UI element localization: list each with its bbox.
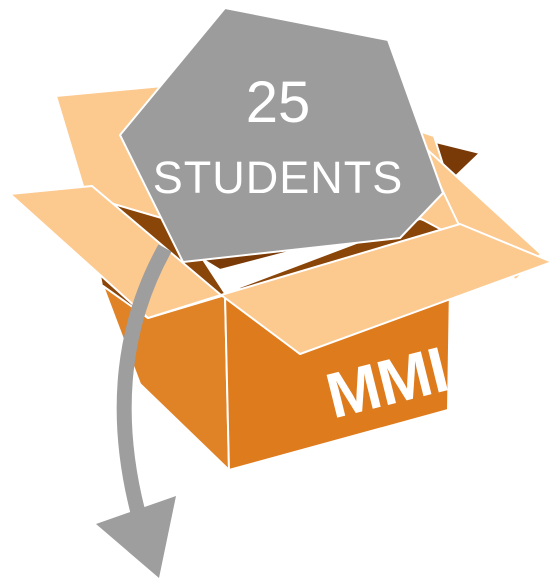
badge-label: STUDENTS xyxy=(153,152,404,203)
badge-shape xyxy=(119,7,444,263)
arrow-shaft xyxy=(116,244,172,522)
arrow-head xyxy=(96,496,176,578)
gray-hexagon-badge-icon: 25 STUDENTS xyxy=(119,7,444,263)
curved-down-arrow-icon xyxy=(96,244,176,578)
badge-count: 25 xyxy=(246,70,311,135)
box-flap-front xyxy=(220,223,552,355)
